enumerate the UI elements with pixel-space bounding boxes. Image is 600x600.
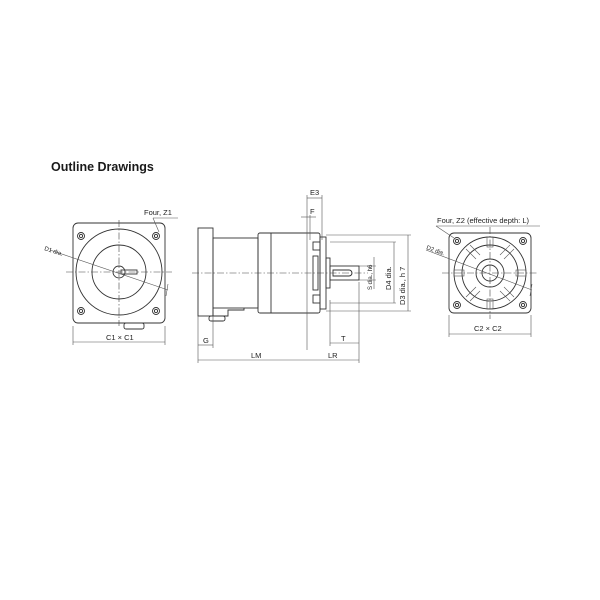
- front-diameter-label: D1 dia.: [43, 246, 63, 258]
- dim-e3: E3: [310, 188, 319, 197]
- rear-view: [425, 225, 540, 337]
- front-view: [49, 217, 178, 345]
- page-title: Outline Drawings: [51, 160, 154, 174]
- front-width-label: C1 × C1: [106, 333, 134, 342]
- dim-d3: D3 dia., h 7: [398, 267, 407, 305]
- rear-width-label: C2 × C2: [474, 324, 502, 333]
- dim-lr: LR: [328, 351, 338, 360]
- side-view: [192, 195, 411, 363]
- front-hole-callout: Four, Z1: [144, 208, 172, 217]
- dim-g: G: [203, 336, 209, 345]
- rear-diameter-label: D2 dia.: [425, 245, 445, 257]
- dim-f: F: [310, 207, 315, 216]
- dim-s: S dia., h6: [368, 264, 374, 290]
- dim-d4: D4 dia.: [384, 266, 393, 290]
- rear-hole-callout: Four, Z2 (effective depth: L): [437, 216, 529, 225]
- dim-lm: LM: [251, 351, 261, 360]
- dim-t: T: [341, 334, 346, 343]
